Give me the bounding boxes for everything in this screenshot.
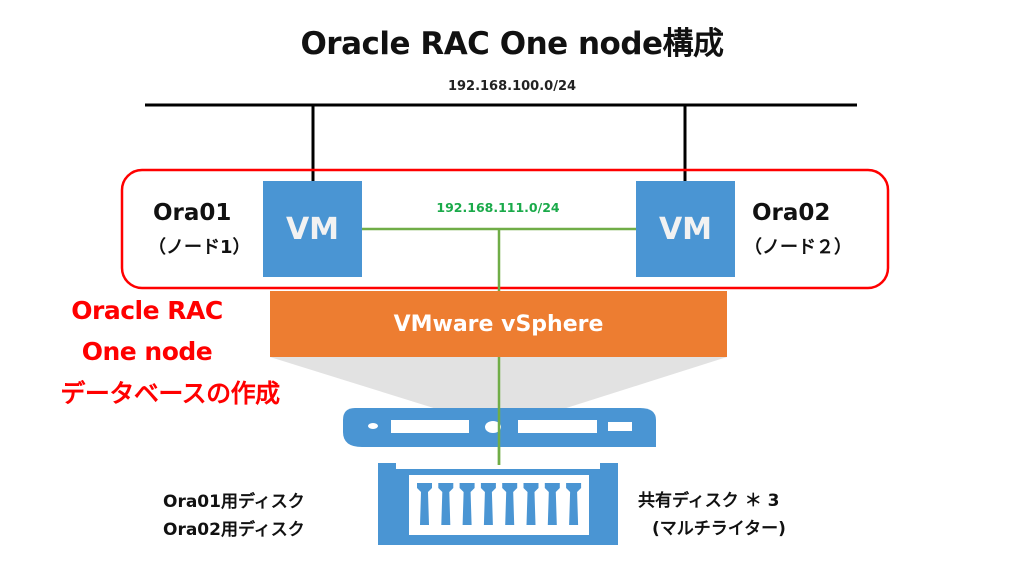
disk-slot-icon — [544, 483, 560, 525]
ora02-disk-label: Ora02用ディスク — [163, 520, 305, 540]
annotation-line-2: One node — [81, 337, 213, 366]
disk-slot-icon — [523, 483, 539, 525]
ora01-name: Ora01 — [153, 200, 232, 226]
disk-slot-icon — [566, 483, 582, 525]
disk-slot-icon — [459, 483, 475, 525]
public-network-label: 192.168.100.0/24 — [447, 79, 577, 94]
shared-disk-label: 共有ディスク ＊ 3 — [638, 491, 780, 511]
ora01-disk-label: Ora01用ディスク — [163, 492, 305, 512]
vmware-vsphere-layer: VMware vSphere — [270, 291, 727, 357]
interconnect-network-label: 192.168.111.0/24 — [436, 200, 560, 215]
multi-writer-label: (マルチライター) — [652, 519, 786, 539]
vm-ora02: VM — [636, 181, 735, 277]
vm-ora01: VM — [263, 181, 362, 277]
storage-enclosure-icon — [378, 463, 618, 545]
disk-slot-icon — [480, 483, 496, 525]
page-title: Oracle RAC One node構成 — [300, 26, 724, 62]
ora02-role: （ノード２） — [744, 237, 852, 258]
ora01-role: （ノード1） — [148, 237, 251, 258]
annotation-line-1: Oracle RAC — [71, 296, 223, 325]
ora02-name: Ora02 — [752, 200, 831, 226]
disk-slot-icon — [417, 483, 432, 525]
cluster-box — [120, 168, 890, 290]
disk-slot-icon — [438, 483, 454, 525]
disk-slot-icon — [502, 483, 518, 525]
annotation-line-3: データベースの作成 — [60, 379, 280, 408]
